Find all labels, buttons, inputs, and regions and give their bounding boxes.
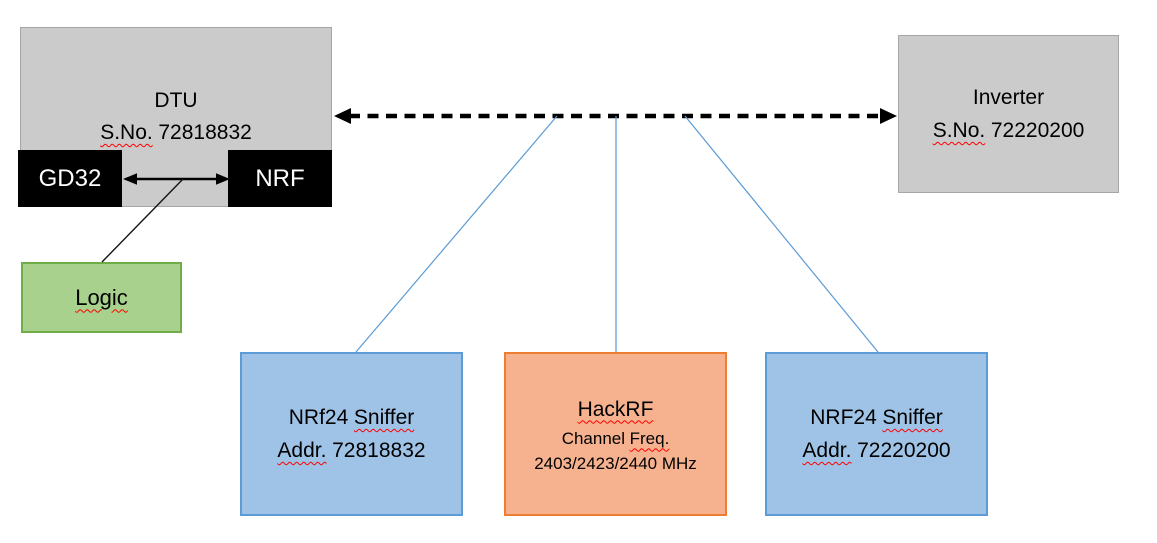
inverter-box: Inverter S.No. 72220200 [898,35,1119,193]
dtu-serial: S.No. 72818832 [100,117,252,149]
hackrf-channel-word: Channel [561,428,626,448]
sniffer-left-addr-value: 72818832 [332,439,426,462]
logic-box: Logic [21,262,182,333]
logic-label: Logic [75,284,128,310]
sniffer-left-addr-label: Addr. [277,439,327,462]
inverter-serial-number: 72220200 [990,119,1085,142]
dashed-arrowhead-right-icon [880,108,897,124]
hackrf-freq-word: Freq. [629,428,670,448]
hackrf-title: HackRF [577,397,654,421]
dtu-title: DTU [154,89,198,112]
sniffer-right-name: NRF24 Sniffer [810,401,943,434]
sniffer-right-address: Addr. 72220200 [802,434,950,467]
hackrf-frequencies: 2403/2423/2440 MHz [534,453,697,473]
sniffer-left-name: NRf24 Sniffer [289,401,415,434]
dtu-serial-label: S.No. [100,121,153,144]
nrf-chip: NRF [228,150,332,207]
nrf-chip-label: NRF [255,164,305,192]
sniffer-left-role: Sniffer [353,406,415,429]
sniffer-right-model: NRF24 [810,406,877,429]
sniffer-left-address: Addr. 72818832 [277,434,425,467]
gd32-chip: GD32 [18,150,122,207]
sniffer-left-model: NRf24 [288,406,349,429]
link-line-sniffer-right [684,115,879,353]
inverter-serial-label: S.No. [932,119,986,142]
dtu-serial-number: 72818832 [158,121,252,144]
hackrf-channel-line: Channel Freq. [562,426,670,451]
hackrf-box: HackRF Channel Freq. 2403/2423/2440 MHz [504,352,727,516]
sniffer-right-addr-label: Addr. [802,439,852,462]
sniffer-right-role: Sniffer [882,406,943,429]
sniffer-right-box: NRF24 Sniffer Addr. 72220200 [765,352,988,516]
link-line-sniffer-left [355,115,558,353]
dtu-inverter-dashed-arrow [334,108,897,124]
inverter-title: Inverter [972,86,1045,109]
sniffer-right-addr-value: 72220200 [857,439,951,462]
dashed-arrowhead-left-icon [334,108,351,124]
gd32-chip-label: GD32 [38,164,102,192]
inverter-serial: S.No. 72220200 [933,114,1085,147]
sniffer-left-box: NRf24 Sniffer Addr. 72818832 [240,352,463,516]
